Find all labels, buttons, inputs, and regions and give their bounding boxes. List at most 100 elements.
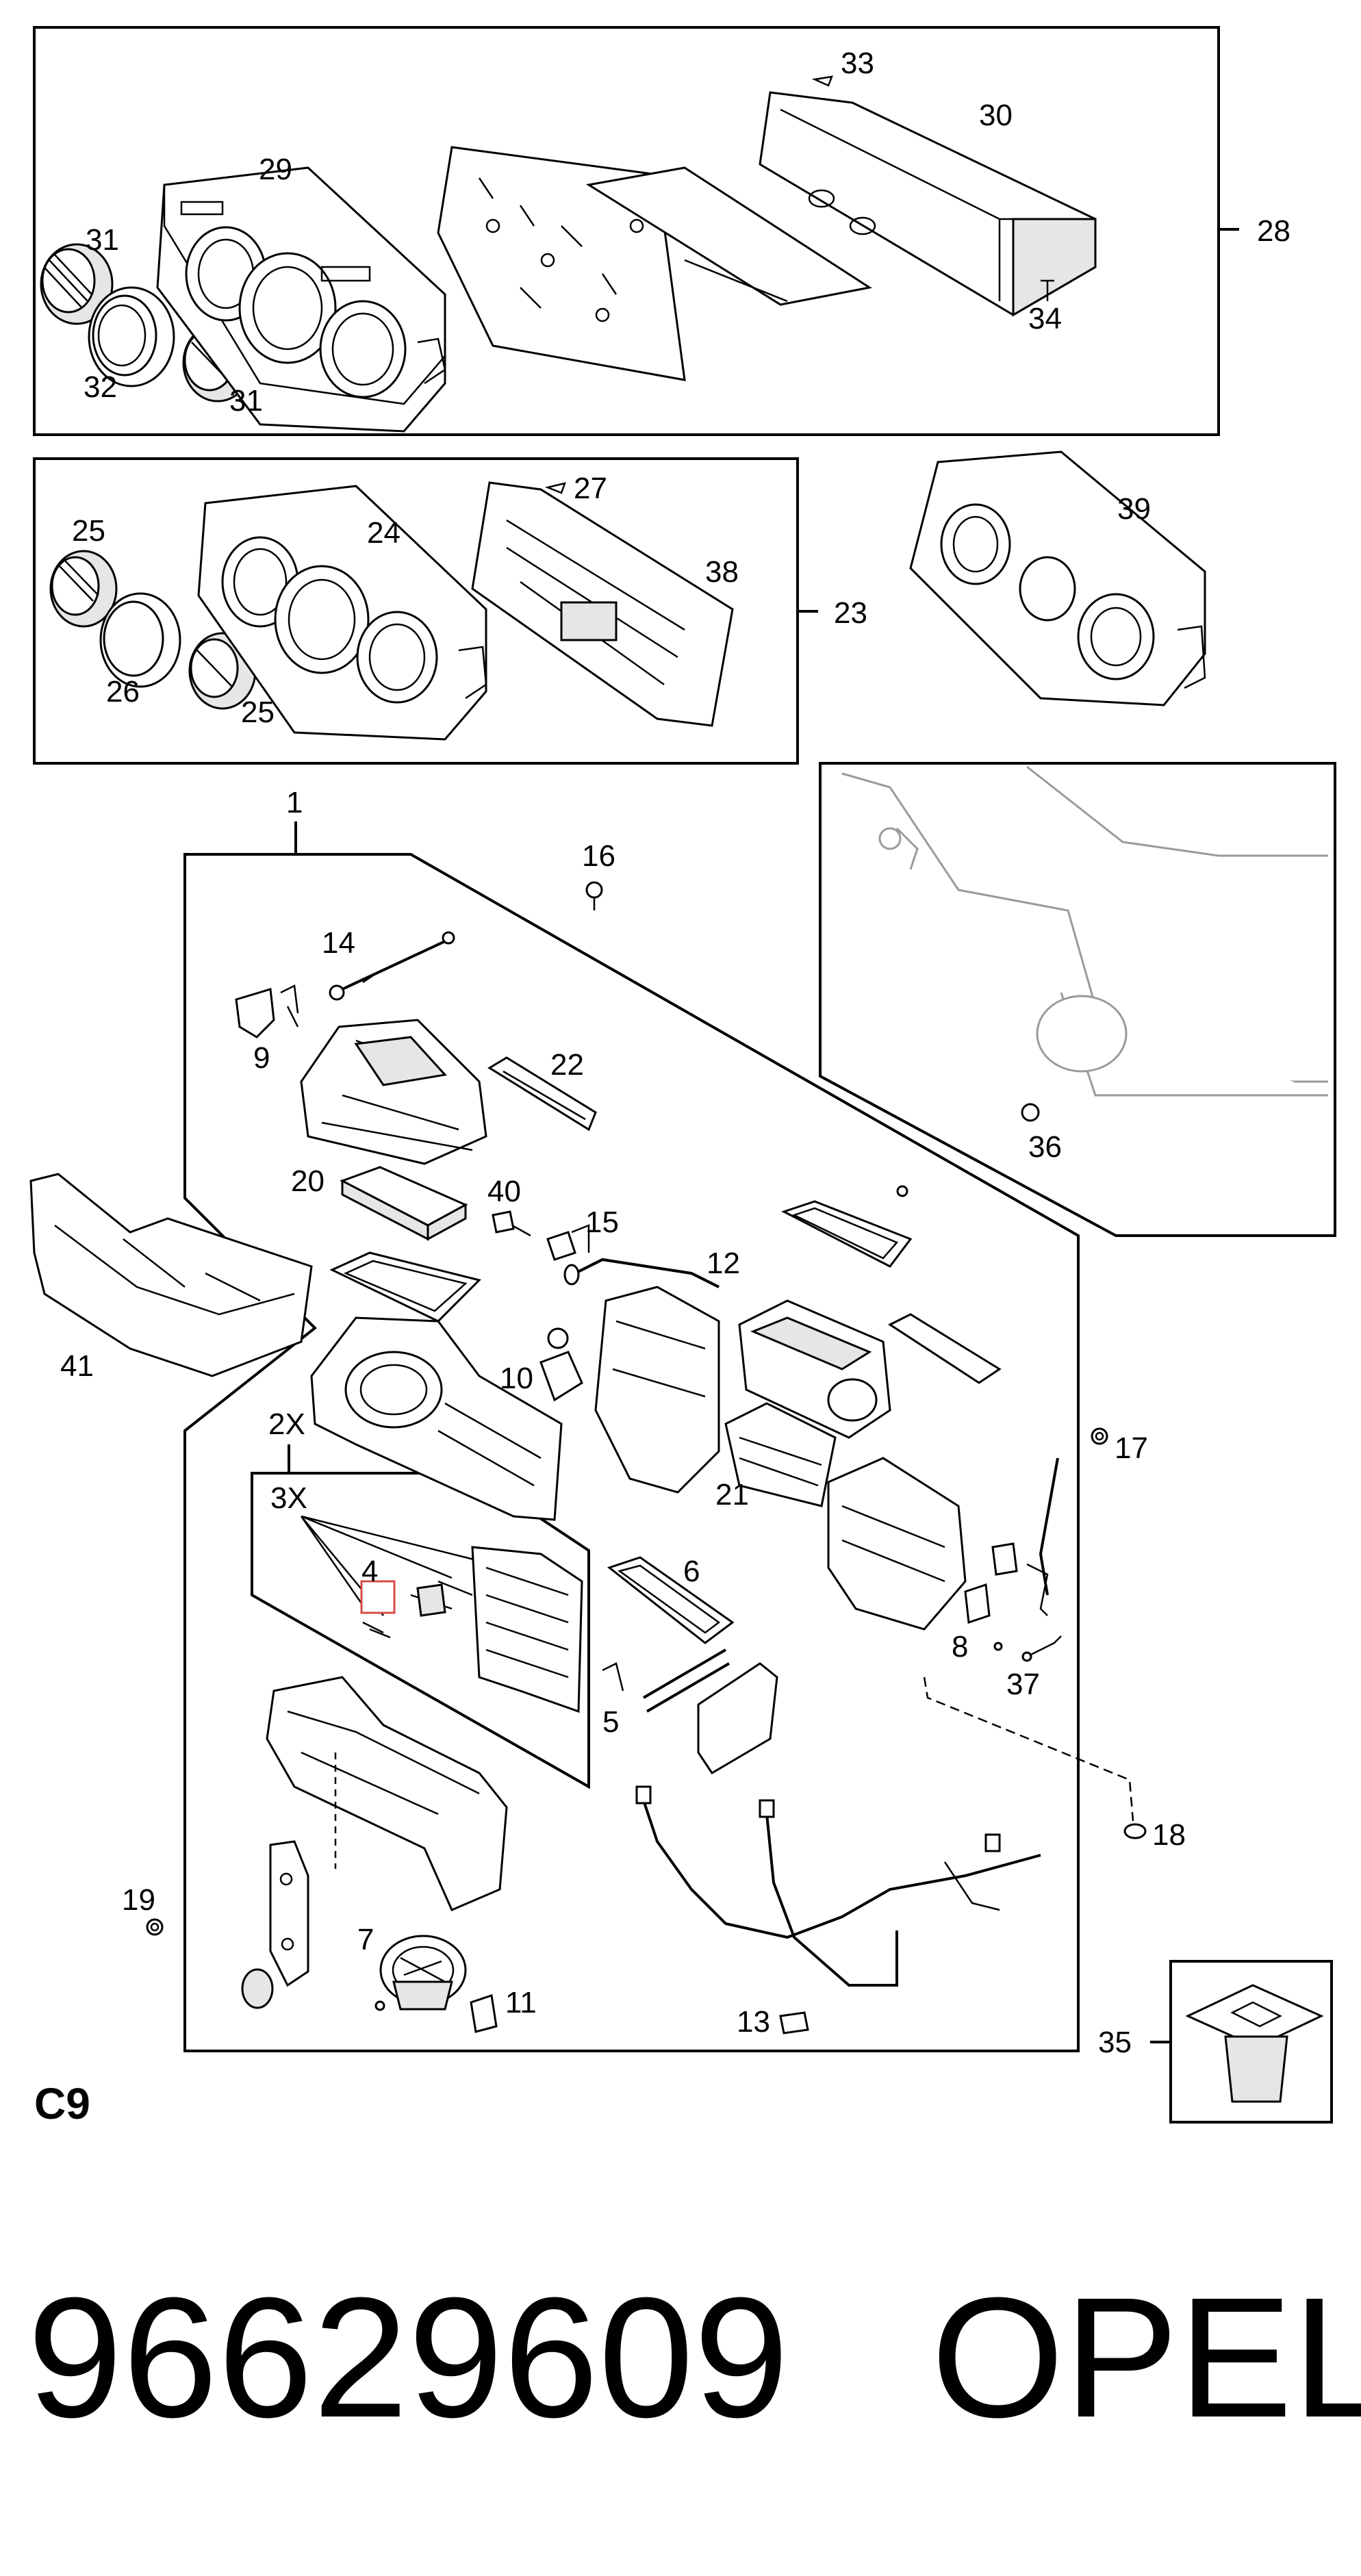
outlet-frame [781, 1185, 913, 1268]
callout-22: 22 [550, 1048, 584, 1082]
harness-upper [991, 1457, 1059, 1616]
resistor-11 [470, 1994, 498, 2033]
filter-20 [340, 1166, 468, 1241]
nut-19 [146, 1918, 164, 1936]
callout-19: 19 [122, 1883, 155, 1917]
callout-17: 17 [1115, 1431, 1148, 1465]
callout-1: 1 [286, 786, 303, 819]
knob-25-left [49, 550, 118, 628]
pipe-5 [602, 1648, 730, 1713]
callout-25-bottom: 25 [241, 696, 275, 729]
group-28-frame [33, 26, 1239, 436]
nut-17 [1091, 1427, 1108, 1445]
callout-12: 12 [707, 1247, 740, 1280]
distribution-housing [738, 1299, 891, 1439]
sensor-4 [360, 1580, 396, 1639]
callout-23: 23 [834, 596, 867, 630]
bezel-ring-26 [99, 592, 181, 688]
bezel-ring-32 [88, 286, 175, 387]
callout-2x: 2X [268, 1407, 305, 1441]
callout-34: 34 [1028, 302, 1062, 335]
blower-motor-7 [374, 1935, 467, 2011]
callout-15: 15 [585, 1206, 619, 1239]
callout-11: 11 [505, 1986, 537, 2019]
callout-7: 7 [357, 1923, 374, 1956]
screw-34 [1041, 279, 1054, 301]
detail-35-frame [1150, 1960, 1333, 2124]
heater-core-21 [724, 1402, 837, 1507]
bracket-left [269, 1840, 309, 1987]
evaporator-core [410, 1546, 583, 1713]
display-window [585, 166, 872, 306]
callout-10: 10 [500, 1362, 533, 1395]
side-housing [827, 1457, 967, 1631]
callout-4: 4 [361, 1555, 378, 1588]
filter-frame [329, 1251, 481, 1323]
callout-26: 26 [106, 675, 140, 709]
callout-40: 40 [487, 1175, 521, 1208]
callout-30: 30 [979, 99, 1013, 132]
lever-9 [235, 984, 299, 1038]
cable-14 [329, 931, 455, 1001]
center-module [594, 1286, 720, 1494]
detail-36-frame [819, 762, 1336, 1237]
callout-37: 37 [1006, 1668, 1040, 1701]
screw-36 [1021, 1103, 1040, 1122]
filter-6 [607, 1556, 735, 1644]
actuator-15 [546, 1224, 590, 1261]
expansion-valve [416, 1583, 446, 1617]
callout-13: 13 [737, 2005, 770, 2039]
bracket-right [697, 1662, 778, 1775]
callout-35: 35 [1098, 2026, 1132, 2059]
callout-28: 28 [1257, 214, 1290, 248]
callout-25-top: 25 [72, 514, 105, 548]
duct-41 [29, 1173, 313, 1377]
callout-38: 38 [705, 555, 739, 589]
callout-31-bottom: 31 [229, 384, 263, 418]
actuator-10 [539, 1327, 583, 1402]
group-23-frame [33, 457, 818, 765]
callout-6: 6 [683, 1555, 700, 1588]
seal-22 [487, 1056, 597, 1132]
blower-lower-housing [266, 1676, 508, 1911]
sheet-code: C9 [34, 2079, 90, 2128]
screw-33 [811, 75, 833, 87]
pipe-12 [563, 1258, 720, 1288]
foam-pad [241, 1968, 274, 2009]
callout-41: 41 [60, 1349, 94, 1383]
callout-21: 21 [715, 1478, 749, 1512]
callout-14: 14 [322, 926, 355, 960]
control-panel-29 [156, 166, 446, 433]
callout-31-top: 31 [86, 223, 119, 257]
upper-housing [300, 1019, 487, 1165]
sensor-37 [1021, 1635, 1062, 1662]
grommet-18 [1123, 1823, 1147, 1839]
screw-27 [544, 482, 566, 494]
callout-18: 18 [1152, 1818, 1186, 1852]
gasket-strip [887, 1313, 1002, 1384]
knob-31-left [40, 243, 114, 325]
callout-8: 8 [952, 1630, 968, 1663]
callout-16: 16 [582, 839, 615, 873]
sensor-40 [492, 1210, 531, 1237]
callout-29: 29 [259, 153, 292, 186]
callout-33: 33 [841, 47, 874, 80]
callout-27: 27 [574, 472, 607, 505]
connector-13 [779, 2011, 809, 2035]
callout-32: 32 [84, 370, 117, 404]
leader-18 [923, 1676, 1134, 1822]
highlight-box [360, 1580, 396, 1614]
control-panel-24 [197, 485, 487, 741]
callout-5: 5 [602, 1705, 619, 1739]
callout-24: 24 [367, 516, 400, 550]
part-number: 96629609 [27, 2262, 789, 2453]
connector-8 [964, 1583, 1003, 1651]
callout-9: 9 [253, 1041, 270, 1075]
wiring-harness [635, 1785, 1041, 1987]
callout-36: 36 [1028, 1130, 1062, 1164]
rear-housing-38 [471, 481, 734, 727]
housing-30 [759, 91, 1097, 317]
control-panel-39 [909, 450, 1206, 706]
callout-3x: 3X [270, 1481, 307, 1515]
